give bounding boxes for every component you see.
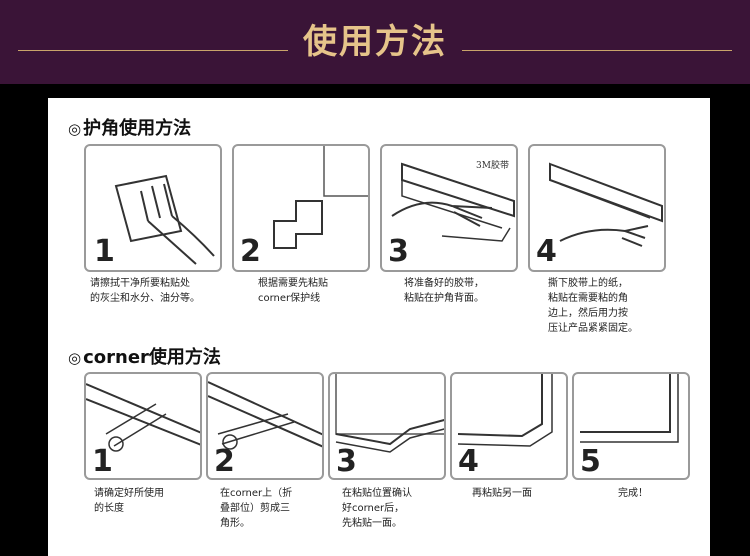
s1-step2-number: 2 <box>240 234 261 269</box>
measuring-corner-illustration <box>86 383 200 452</box>
section2-title: ◎corner使用方法 <box>68 343 221 369</box>
s2-step2-number: 2 <box>214 444 235 479</box>
s1-step2-caption: 根据需要先粘贴 corner保护线 <box>258 278 328 304</box>
s2-step5-card: 5 <box>572 372 690 480</box>
s2-step3-number: 3 <box>336 444 357 479</box>
section1-marker: ◎ <box>68 120 82 138</box>
s2-step2-caption: 在corner上（折 叠部位）剪成三 角形。 <box>220 488 293 529</box>
s1-step1-number: 1 <box>94 234 115 269</box>
s2-step4-card: 4 <box>450 372 568 480</box>
s1-step3-tape-label: 3M胶带 <box>476 161 509 171</box>
s2-step4-number: 4 <box>458 444 479 479</box>
s1-step3-number: 3 <box>388 234 409 269</box>
s2-step4-caption: 再粘贴另一面 <box>472 488 532 499</box>
page-title: 使用方法 <box>303 22 447 62</box>
applying-tape-illustration <box>391 162 515 242</box>
s1-step2-card: 2 <box>232 144 370 272</box>
s1-step3-card: 3M胶带 3 <box>380 144 518 272</box>
finished-corner-illustration <box>580 374 679 443</box>
section2-marker: ◎ <box>68 349 82 367</box>
header-banner: 使用方法 <box>0 0 750 84</box>
s2-step5-caption: 完成！ <box>618 488 648 499</box>
s2-step5-number: 5 <box>580 444 601 479</box>
cutting-corner-illustration <box>208 381 322 450</box>
s1-step4-number: 4 <box>536 234 557 269</box>
s1-step4-caption: 撕下胶带上的纸， 粘贴在需要粘的角 边上，然后用力按 压让产品紧紧固定。 <box>548 278 638 334</box>
s2-step1-card: 1 <box>84 372 202 480</box>
pressing-guard-illustration <box>549 162 663 247</box>
s2-step2-card: 2 <box>206 372 324 480</box>
s2-step3-caption: 在粘贴位置确认 好corner后， 先粘贴一面。 <box>342 488 412 529</box>
s1-step1-caption: 请擦拭干净所要粘贴处 的灰尘和水分、油分等。 <box>90 278 200 304</box>
placing-other-side-illustration <box>457 374 553 447</box>
corner-guide-illustration <box>273 146 368 249</box>
s1-step1-card: 1 <box>84 144 222 272</box>
placing-one-side-illustration <box>335 374 444 453</box>
s2-step1-number: 1 <box>92 444 113 479</box>
section1-title: ◎护角使用方法 <box>68 114 191 140</box>
banner-divider-right <box>462 50 732 51</box>
s2-step1-caption: 请确定好所使用 的长度 <box>94 488 164 514</box>
s1-step3-caption: 将准备好的胶带， 粘贴在护角背面。 <box>404 278 484 304</box>
section2-title-text: corner使用方法 <box>83 347 221 368</box>
s1-step4-card: 4 <box>528 144 666 272</box>
s2-step3-card: 3 <box>328 372 446 480</box>
section1-title-text: 护角使用方法 <box>83 118 192 139</box>
instructions-panel: ◎护角使用方法 1 请擦拭干净所要粘贴处 的灰尘和水分、油分等。 2 根据需要先… <box>48 98 710 556</box>
wiping-hand-illustration <box>114 174 215 265</box>
banner-divider-left <box>18 50 288 51</box>
